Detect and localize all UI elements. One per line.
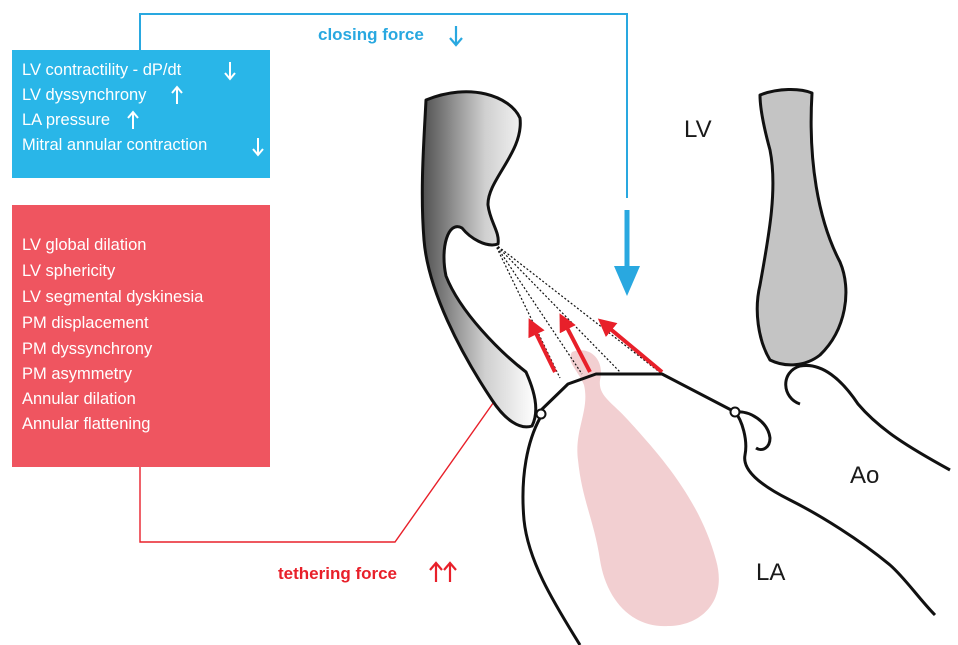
tethering-force-text: tethering force bbox=[278, 564, 397, 583]
tethering-arrow bbox=[531, 323, 555, 372]
closing-force-text: closing force bbox=[318, 25, 424, 44]
closing-factor-label: LA pressure bbox=[22, 111, 110, 129]
interventricular-septum bbox=[757, 89, 846, 364]
mitral-leaflets bbox=[536, 374, 735, 415]
closing-factor-label: LV dyssynchrony bbox=[22, 86, 147, 104]
tethering-factor-label: PM asymmetry bbox=[22, 365, 133, 383]
label-ao: Ao bbox=[850, 462, 879, 489]
tethering-factor-label: Annular flattening bbox=[22, 415, 150, 433]
closing-force-down-arrow-icon bbox=[450, 26, 462, 45]
closing-force-arrow-icon bbox=[614, 210, 640, 296]
tethering-arrow bbox=[602, 322, 662, 372]
posterior-annulus-hinge bbox=[537, 410, 546, 419]
papillary-muscle bbox=[422, 92, 535, 427]
tethering-factor-label: Annular dilation bbox=[22, 390, 136, 408]
aortic-valve-cusp bbox=[786, 365, 950, 470]
label-lv: LV bbox=[684, 116, 712, 143]
left-atrium-posterior-wall bbox=[523, 418, 580, 645]
tethering-factor-label: LV sphericity bbox=[22, 262, 116, 280]
tethering-force-label: tethering force bbox=[278, 563, 456, 583]
tethering-factor-label: LV segmental dyskinesia bbox=[22, 288, 204, 306]
tethering-force-double-up-arrow-icon bbox=[430, 563, 456, 582]
tethering-factor-label: PM displacement bbox=[22, 314, 149, 332]
closing-force-label: closing force bbox=[318, 25, 462, 45]
closing-factor-label: Mitral annular contraction bbox=[22, 136, 207, 154]
label-la: LA bbox=[756, 559, 785, 586]
tethering-factor-label: PM dyssynchrony bbox=[22, 340, 153, 358]
tethering-factor-label: LV global dilation bbox=[22, 236, 146, 254]
anterior-annulus-hinge bbox=[731, 408, 740, 417]
closing-factor-label: LV contractility - dP/dt bbox=[22, 61, 182, 79]
